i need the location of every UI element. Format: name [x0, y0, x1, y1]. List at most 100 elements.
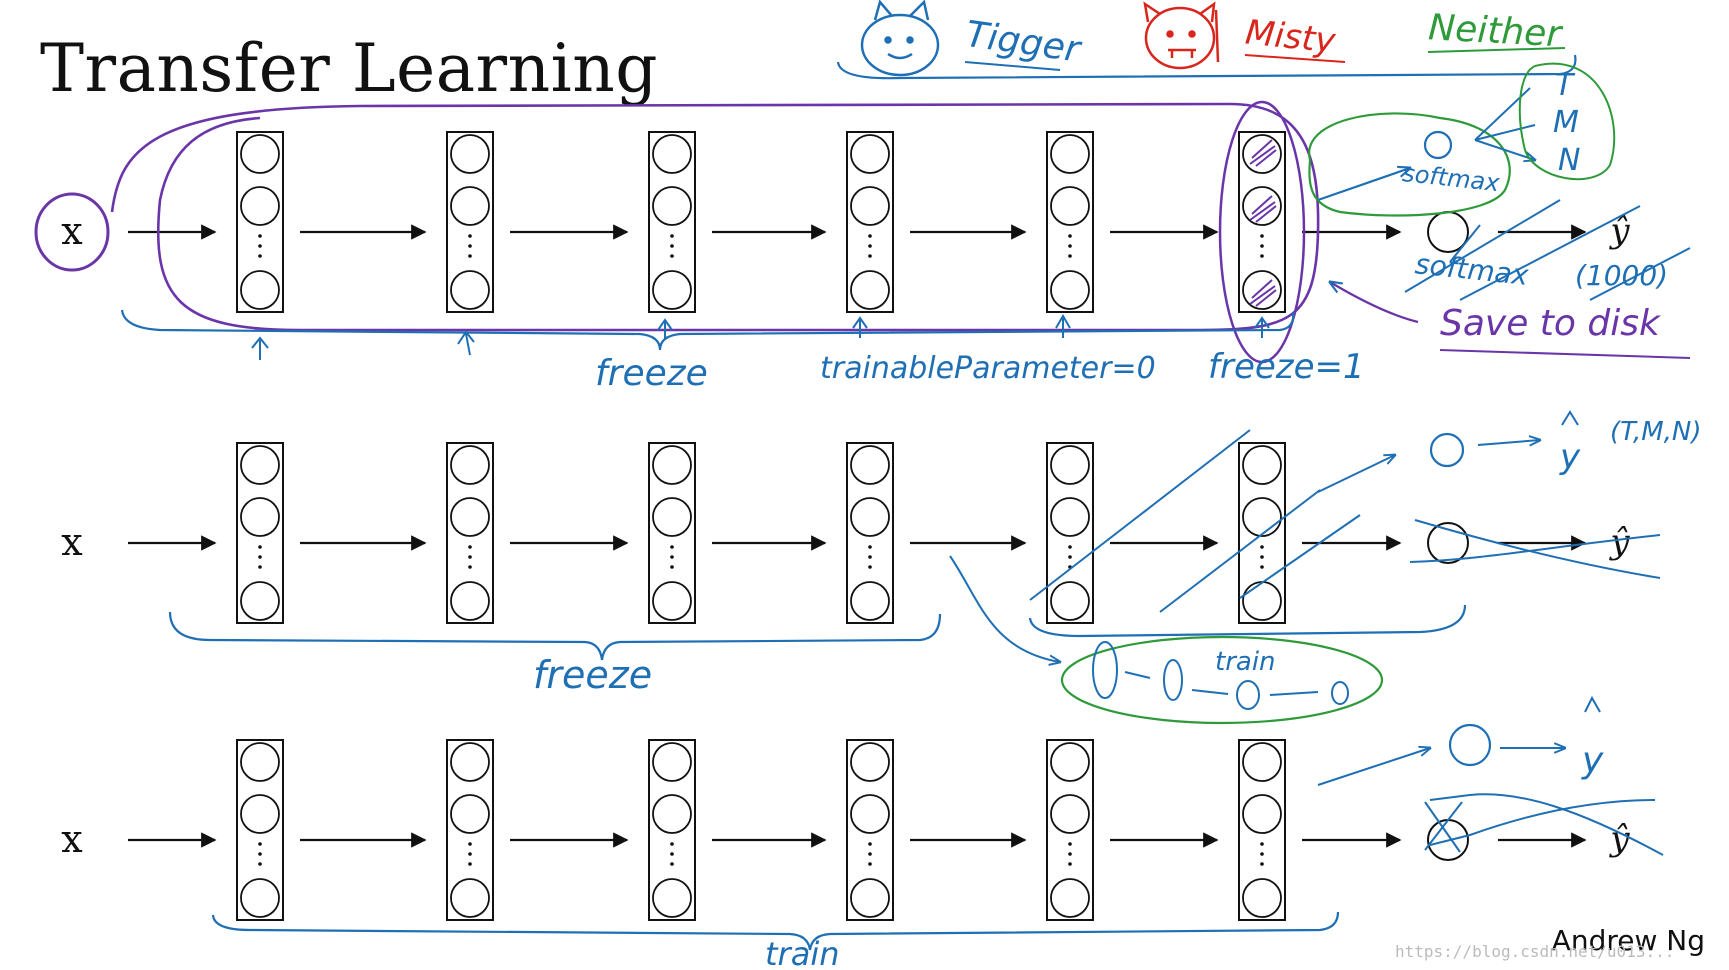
neuron-node [240, 134, 280, 174]
tmn-t: T [1555, 68, 1576, 103]
new-softmax-node [1423, 130, 1453, 160]
neuron-node [240, 794, 280, 834]
neuron-node [652, 581, 692, 621]
neuron-node [850, 270, 890, 310]
neuron-node [1242, 445, 1282, 485]
neuron-node [652, 134, 692, 174]
output-yhat-label: ŷ [1608, 819, 1630, 859]
neuron-node [450, 742, 490, 782]
svg-text:y: y [1581, 740, 1604, 781]
old-class-count: (1000) [1575, 259, 1668, 292]
slide-title: Transfer Learning [40, 30, 658, 107]
neuron-node [1242, 270, 1282, 310]
svg-text:y: y [1559, 437, 1581, 477]
neuron-node [1050, 581, 1090, 621]
hidden-layer [446, 131, 494, 313]
neuron-node [1050, 186, 1090, 226]
neuron-node [240, 497, 280, 537]
neuron-node [1050, 878, 1090, 918]
hidden-layer [1046, 442, 1094, 624]
neuron-node [1242, 794, 1282, 834]
neuron-node [652, 497, 692, 537]
hidden-layer [846, 131, 894, 313]
hidden-layer [1238, 131, 1286, 313]
row2-freeze-label: freeze [533, 653, 652, 697]
neuron-node [652, 878, 692, 918]
row2-train-label: train [1215, 647, 1276, 677]
neuron-node [450, 134, 490, 174]
neuron-node [1242, 581, 1282, 621]
hidden-layer [648, 131, 696, 313]
save-to-disk-label: Save to disk [1440, 303, 1662, 344]
hidden-layer [1046, 739, 1094, 921]
neuron-node [240, 270, 280, 310]
row1-brace [120, 309, 1295, 351]
input-x-label: x [61, 520, 82, 564]
input-x-label: x [61, 817, 82, 861]
neuron-node [850, 445, 890, 485]
author-credit: Andrew Ng [1551, 924, 1705, 957]
hidden-layer [846, 442, 894, 624]
row2-freeze-brace [168, 611, 942, 661]
row1-up-arrows [251, 314, 1270, 360]
tmn-n: N [1558, 143, 1580, 178]
hidden-layer [846, 739, 894, 921]
neuron-node [450, 270, 490, 310]
neuron-node [240, 186, 280, 226]
neuron-node [240, 581, 280, 621]
neuron-node [850, 742, 890, 782]
input-highlight [34, 192, 110, 272]
hidden-layer [1238, 442, 1286, 624]
hatched-nodes [1249, 139, 1277, 307]
neuron-node [1050, 742, 1090, 782]
class-legend: Tigger Misty Neither [836, 0, 1577, 80]
neuron-node [450, 445, 490, 485]
neuron-node [1050, 497, 1090, 537]
neuron-node [652, 742, 692, 782]
neuron-node [1242, 186, 1282, 226]
input-x-label: x [61, 209, 82, 253]
hidden-layer [1238, 739, 1286, 921]
neuron-node [450, 497, 490, 537]
neuron-node [850, 878, 890, 918]
neuron-node [450, 794, 490, 834]
new-softmax-label: softmax [1401, 159, 1502, 197]
neuron-node [1242, 742, 1282, 782]
train-callout-sketch [1092, 641, 1349, 710]
neuron-node [652, 794, 692, 834]
neuron-node [652, 270, 692, 310]
row1-strikethrough [1404, 199, 1691, 301]
neuron-node [850, 581, 890, 621]
neuron-node [850, 794, 890, 834]
row1-freeze1-label: freeze=1 [1208, 347, 1365, 387]
row1-annotations: freeze trainableParameter=0 freeze=1 sof… [34, 62, 1691, 394]
misty-icon [1143, 1, 1220, 70]
row1-trainable-label: trainableParameter=0 [820, 351, 1156, 386]
row3-train-brace [211, 911, 1340, 951]
hidden-layer [236, 442, 284, 624]
neuron-node [450, 186, 490, 226]
tmn-m: M [1553, 105, 1579, 140]
hidden-layer [236, 131, 284, 313]
row3-train-label: train [765, 935, 839, 970]
neuron-node [450, 878, 490, 918]
old-softmax-label: softmax [1414, 247, 1531, 292]
tigger-icon [860, 0, 940, 77]
hidden-layer [446, 442, 494, 624]
neuron-node [1242, 878, 1282, 918]
hidden-layer [236, 739, 284, 921]
output-yhat-label: ŷ [1608, 211, 1630, 251]
neuron-node [240, 445, 280, 485]
neuron-node [1050, 794, 1090, 834]
hidden-layer [446, 739, 494, 921]
neuron-node [450, 581, 490, 621]
neuron-node [240, 742, 280, 782]
row1-freeze-label: freeze [595, 353, 708, 394]
class-label-neither: Neither [1427, 7, 1564, 55]
neuron-node [1050, 445, 1090, 485]
